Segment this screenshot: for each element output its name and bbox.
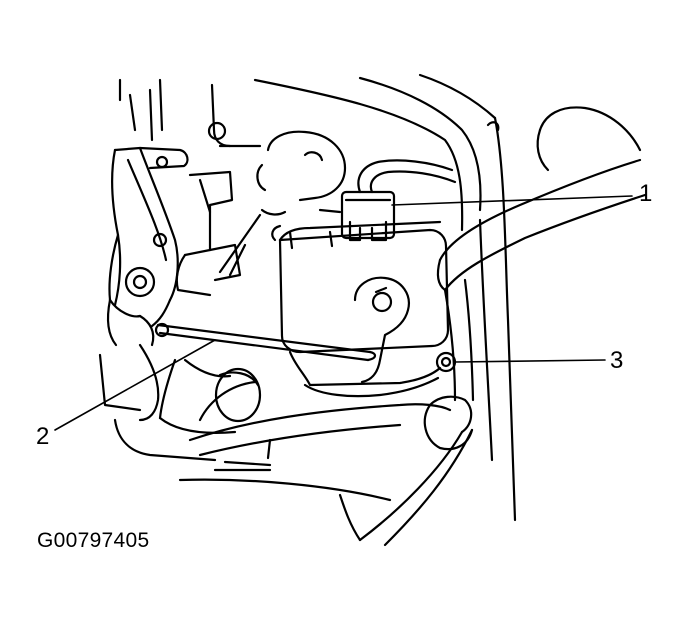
callout-number-1: 1 xyxy=(639,180,653,207)
door-handle-mount xyxy=(214,367,262,423)
upper-linkage xyxy=(118,78,347,274)
leader-line-2 xyxy=(54,339,216,431)
door-lower-frame xyxy=(178,403,452,542)
mounting-bracket xyxy=(288,350,442,398)
lock-actuator-housing xyxy=(278,220,450,354)
door-frame xyxy=(253,73,642,522)
lock-control-rod xyxy=(154,322,377,362)
callout-leader-lines xyxy=(54,195,633,431)
door-pillar xyxy=(358,158,647,547)
leader-line-1 xyxy=(391,195,633,206)
latch-mechanism xyxy=(106,146,247,347)
callout-number-3: 3 xyxy=(610,347,624,374)
lower-linkage xyxy=(98,343,257,462)
mounting-bolt xyxy=(435,351,457,373)
callout-number-2: 2 xyxy=(36,423,50,450)
actuator-lever xyxy=(353,276,410,384)
electrical-connector xyxy=(340,159,457,242)
leader-line-3 xyxy=(454,359,606,363)
figure-id-label: G00797405 xyxy=(37,529,150,552)
